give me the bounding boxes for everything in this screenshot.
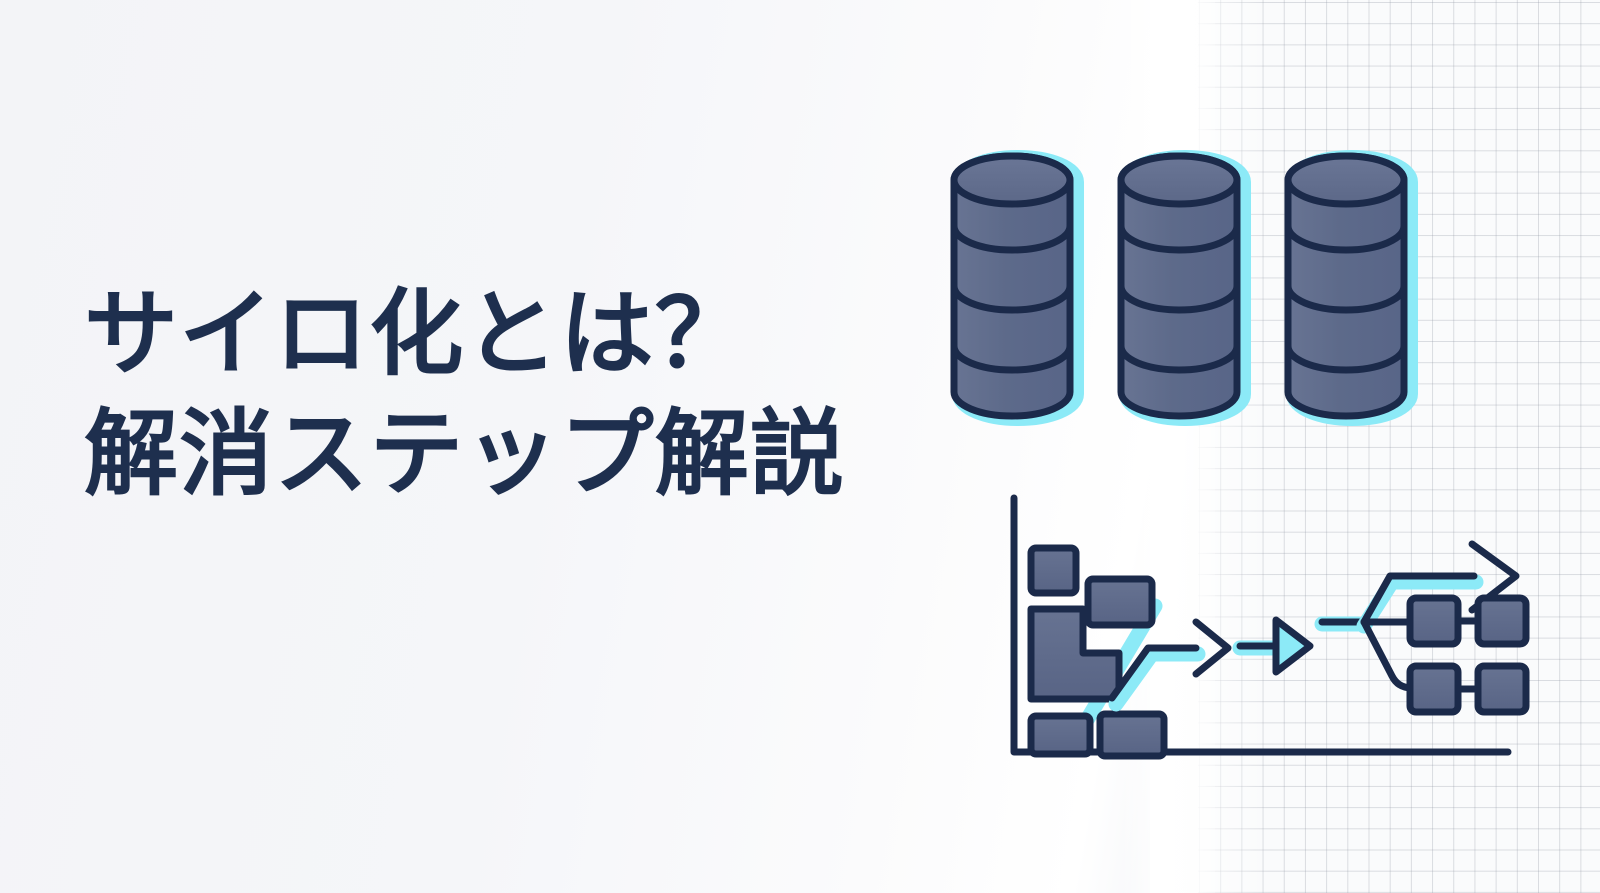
database-cylinder-icon-3 bbox=[1284, 150, 1418, 426]
block-small-square bbox=[1027, 544, 1080, 597]
silo-3-band-3 bbox=[1284, 342, 1408, 374]
connector-1 bbox=[1108, 644, 1200, 702]
database-cylinder-icon-1 bbox=[950, 150, 1084, 426]
silo-3-band-2 bbox=[1284, 282, 1408, 314]
block-bottom-left bbox=[1027, 712, 1094, 758]
chevron-arrow-1-icon bbox=[1192, 618, 1232, 678]
illustration bbox=[940, 120, 1540, 800]
silo-1-band-2 bbox=[950, 282, 1074, 314]
illustration-svg bbox=[950, 150, 1530, 760]
flow-diagram-group bbox=[1010, 494, 1530, 760]
connector-1-glow bbox=[1108, 646, 1206, 712]
silo-2-band-1 bbox=[1117, 222, 1241, 254]
silo-2-band-2 bbox=[1117, 282, 1241, 314]
data-silos-group bbox=[950, 150, 1418, 426]
silo-1-top bbox=[950, 152, 1074, 208]
silo-3-top bbox=[1284, 152, 1408, 208]
title-line-1: サイロ化とは？ bbox=[84, 281, 750, 386]
node-bottom-left bbox=[1406, 662, 1462, 716]
integrated-nodes-group bbox=[1406, 594, 1530, 716]
block-bottom-right bbox=[1096, 710, 1168, 760]
silo-3-band-1 bbox=[1284, 222, 1408, 254]
node-bottom-right bbox=[1474, 662, 1530, 716]
title-line-2: 解消ステップ解説 bbox=[84, 400, 846, 506]
page-title: サイロ化とは？ 解消ステップ解説 bbox=[84, 286, 964, 502]
silo-1-band-1 bbox=[950, 222, 1074, 254]
silo-1-band-3 bbox=[950, 342, 1074, 374]
node-mid-left bbox=[1406, 594, 1462, 648]
chevron-arrow-2-icon bbox=[1272, 616, 1314, 676]
chart-axes bbox=[1010, 494, 1512, 756]
scattered-blocks-group bbox=[1027, 544, 1168, 760]
database-cylinder-icon-2 bbox=[1117, 150, 1251, 426]
silo-2-top bbox=[1117, 152, 1241, 208]
node-mid-right bbox=[1474, 594, 1530, 648]
block-l-shape bbox=[1027, 605, 1123, 703]
branch-top bbox=[1360, 572, 1478, 626]
silo-2-band-3 bbox=[1117, 342, 1241, 374]
block-wide-top bbox=[1084, 575, 1156, 629]
